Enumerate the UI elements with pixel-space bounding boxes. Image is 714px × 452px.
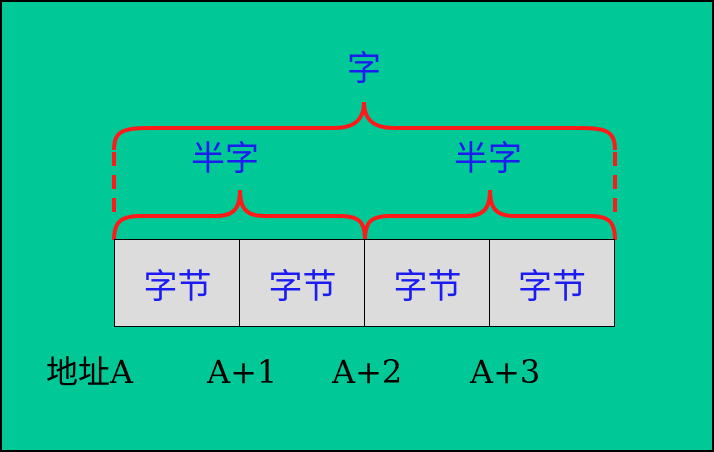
byte-cell-3: 字节 [489, 239, 615, 327]
byte-cell-2: 字节 [364, 239, 491, 327]
address-label-2: A+2 [332, 353, 403, 391]
word-label: 字 [347, 49, 381, 89]
word-brace [112, 101, 617, 151]
address-label-0: 地址A [46, 353, 134, 391]
address-label-3: A+3 [470, 353, 541, 391]
byte-cell-1: 字节 [239, 239, 366, 327]
half-word-label-left: 半字 [191, 139, 259, 179]
address-label-1: A+1 [207, 353, 278, 391]
half-word-label-right: 半字 [454, 139, 522, 179]
half-word-brace-right [363, 189, 617, 241]
byte-cell-0: 字节 [114, 239, 241, 327]
half-word-brace-left [112, 189, 367, 241]
